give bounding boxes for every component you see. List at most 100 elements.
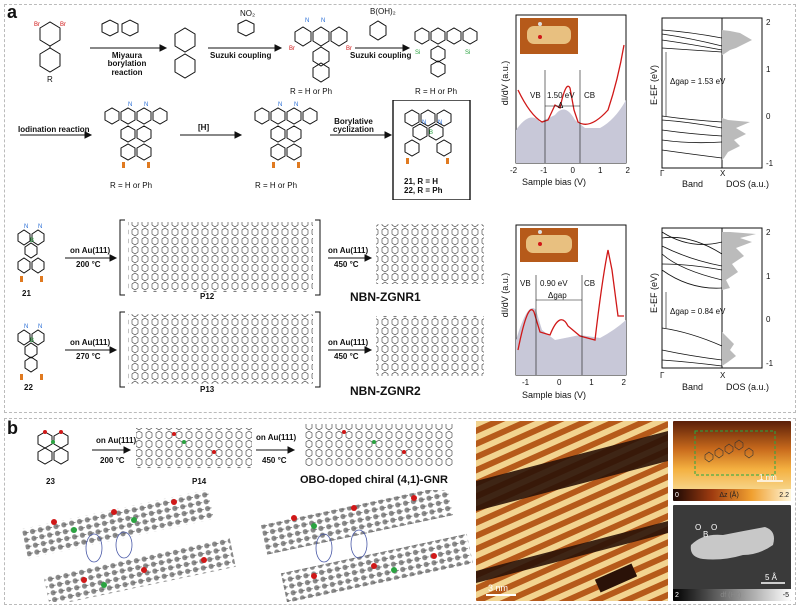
sts-top-xtick: 2 <box>625 166 630 175</box>
sts-bottom-xlabel: Sample bias (V) <box>522 390 587 400</box>
sts-top-ylabel: dI/dV (a.u.) <box>500 60 510 106</box>
panel-a-label: a <box>7 2 18 22</box>
sts-bottom-plot: VB CB 0.90 eV Δgap dI/dV (a.u.) -1 0 1 2… <box>500 220 630 405</box>
cond-22-1: on Au(111) <box>70 338 111 347</box>
afm-cbar-max: 2.2 <box>779 491 789 499</box>
band-bottom-plot: Δgap = 0.84 eV E-EF (eV) Γ X Band DOS (a… <box>640 220 790 405</box>
svg-text:N: N <box>38 324 42 330</box>
sts-bottom-vb: VB <box>520 279 531 288</box>
svg-text:Br: Br <box>289 46 295 52</box>
band-top-ylabel: E-EF (eV) <box>649 65 659 106</box>
monomer-21-label: 21 <box>22 289 31 298</box>
band-top-gap: Δgap = 1.53 eV <box>670 77 726 86</box>
band-top-ytick: 0 <box>766 112 771 121</box>
svg-text:N: N <box>38 224 42 230</box>
band-top-x: X <box>720 169 726 178</box>
temp-21-1: 200 °C <box>76 260 101 269</box>
b-temp1: 200 °C <box>100 456 125 465</box>
poly-p14: P14 <box>192 477 207 486</box>
cond-21-2: on Au(111) <box>328 246 369 255</box>
afm-image: 1 nm 0 Δz (Å) 2.2 <box>673 421 791 501</box>
obo-gnr-label: OBO-doped chiral (4,1)-GNR <box>300 474 448 486</box>
svg-text:N: N <box>438 120 442 126</box>
svg-text:B: B <box>30 238 34 244</box>
nc-atom-b: B <box>703 530 709 539</box>
sts-bottom-xtick: 0 <box>556 378 562 387</box>
sts-bottom-ylabel: dI/dV (a.u.) <box>500 272 510 318</box>
nc-cbar-min: 2 <box>675 591 679 599</box>
r-note-2: R = H or Ph <box>415 87 458 96</box>
sts-top-delta: Δ <box>558 101 564 110</box>
panel-a-frame <box>4 4 796 413</box>
r-note-4: R = H or Ph <box>255 181 298 190</box>
band-bottom-ylabel: E-EF (eV) <box>649 273 659 314</box>
svg-text:N: N <box>321 18 325 24</box>
band-top-gamma: Γ <box>660 169 665 178</box>
band-bottom-dos: DOS (a.u.) <box>726 382 770 392</box>
sts-top-plot: VB CB 1.50 eV Δ dI/dV (a.u.) -2 -1 0 1 2… <box>500 10 630 190</box>
nc-scale-label: 5 Å <box>765 573 778 582</box>
product-22: 22, R = Ph <box>404 186 443 195</box>
cond-22-2: on Au(111) <box>328 338 369 347</box>
suzuki2-label: Suzuki coupling <box>350 51 412 60</box>
afm-colorbar: 0 Δz (Å) 2.2 <box>673 489 791 501</box>
r-note-3: R = H or Ph <box>110 181 153 190</box>
panel-b-label: b <box>7 418 18 438</box>
svg-text:N: N <box>305 18 309 24</box>
stm-scale-label: 3 nm <box>488 583 509 593</box>
svg-text:N: N <box>24 324 28 330</box>
nitro-label: NO₂ <box>240 9 256 18</box>
miyaura-label: Miyaura borylation reaction <box>107 51 147 77</box>
poly-p13: P13 <box>200 385 215 394</box>
nc-colorbar: 2 df (Hz) -5 <box>673 589 791 601</box>
iodination-label: Iodination reaction <box>18 125 90 134</box>
band-bottom-ytick: 1 <box>766 271 771 281</box>
product-21: 21, R = H <box>404 177 439 186</box>
sts-top-xtick: -2 <box>510 166 518 175</box>
band-top-ytick: 2 <box>766 18 771 27</box>
sts-top-vb: VB <box>530 91 541 100</box>
borylative-label: Borylative cyclization <box>333 117 374 135</box>
panel-b-frame <box>4 418 796 605</box>
nbn-zgnr1-label: NBN-ZGNR1 <box>350 290 421 304</box>
sts-bottom-xtick: 1 <box>589 378 594 387</box>
svg-text:N: N <box>278 102 282 108</box>
nbn-zgnr2-label: NBN-ZGNR2 <box>350 384 421 398</box>
afm-cbar-min: 0 <box>675 491 679 499</box>
b-cond1: on Au(111) <box>96 436 137 445</box>
band-top-plot: Δgap = 1.53 eV E-EF (eV) Γ X Band DOS (a… <box>640 10 790 200</box>
sts-top-xticks: -2 -1 0 1 2 <box>510 166 630 175</box>
nc-cbar-max: -5 <box>782 591 789 599</box>
svg-text:N: N <box>128 102 132 108</box>
sts-top-gap: 1.50 eV <box>547 91 575 100</box>
temp-22-2: 450 °C <box>334 352 359 361</box>
band-top-ytick: 1 <box>766 65 771 74</box>
svg-text:B: B <box>30 338 34 344</box>
svg-text:N: N <box>422 120 426 126</box>
sts-bottom-delta: Δgap <box>548 291 567 300</box>
cond-21-1: on Au(111) <box>70 246 111 255</box>
nc-atom-o2: O <box>711 523 718 532</box>
band-bottom-ytick: -1 <box>766 358 774 368</box>
svg-text:Br: Br <box>34 22 40 28</box>
svg-text:N: N <box>144 102 148 108</box>
band-top-band: Band <box>682 179 704 189</box>
temp-22-1: 270 °C <box>76 352 101 361</box>
band-bottom-ytick: 2 <box>766 228 771 237</box>
sts-top-xtick: 1 <box>597 166 603 175</box>
nc-afm-image: O B O 5 Å 2 df (Hz) -5 <box>673 505 791 601</box>
reduction-label: [H] <box>198 123 210 132</box>
sts-bottom-xticks: -1 0 1 2 <box>522 378 626 387</box>
band-bottom-yticks: 2 1 0 -1 <box>766 228 773 368</box>
boronic-label: B(OH)₂ <box>370 7 396 16</box>
sts-top-xtick: -1 <box>540 166 548 175</box>
panel-b-scheme <box>37 424 454 468</box>
band-bottom-gamma: Γ <box>660 371 665 380</box>
sts-bottom-gap: 0.90 eV <box>540 279 568 288</box>
sts-bottom-xtick: -1 <box>522 378 530 387</box>
sts-top-cb: CB <box>584 91 596 100</box>
sts-top-xlabel: Sample bias (V) <box>522 177 587 187</box>
r-note-1: R = H or Ph <box>290 87 333 96</box>
sts-bottom-xtick: 2 <box>621 378 626 387</box>
